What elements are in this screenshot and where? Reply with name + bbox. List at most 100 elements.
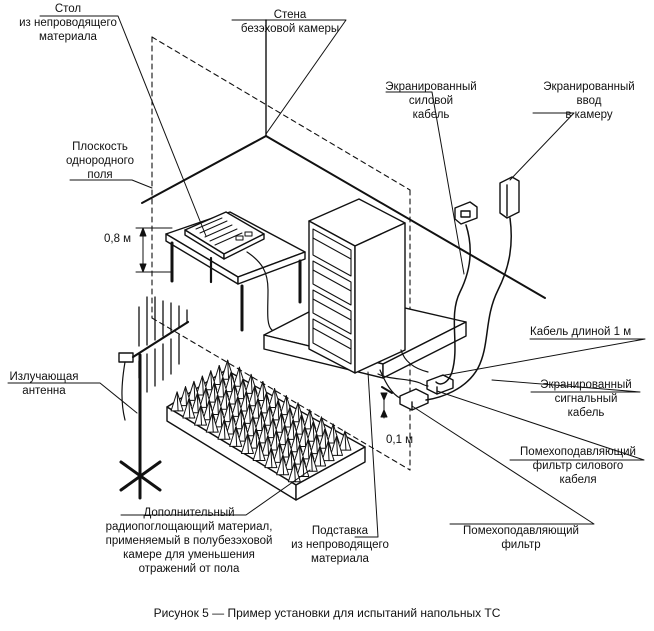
absorber-pyramid-edge [238, 366, 241, 387]
absorber-pyramid-edge [262, 380, 265, 401]
label-stand-line2: из непроводящего [291, 539, 389, 551]
figure-caption: Рисунок 5 — Пример установки для испытан… [153, 606, 501, 620]
label-filter-line2: фильтр [501, 539, 541, 551]
absorber-pyramid-edge [298, 444, 301, 465]
label-table-line1: Стол [54, 3, 82, 15]
absorber-pyramid-edge [242, 379, 245, 400]
table-cable [246, 251, 273, 331]
absorber-pyramid-edge [218, 364, 221, 385]
absorber-pyramid-edge [205, 387, 208, 408]
absorber-pyramid-edge [310, 451, 313, 472]
absorber-pyramid-edge [304, 426, 307, 447]
label-absorber-line2: радиопоглощающий материал, [105, 521, 273, 533]
absorber-pyramid-edge [193, 380, 196, 401]
leader-lines [7, 15, 646, 538]
absorber-pyramid-edge [222, 377, 225, 398]
absorber-pyramid-edge [307, 439, 310, 460]
absorber-pyramid-edge [235, 426, 238, 447]
absorber-pyramid-edge [228, 402, 231, 423]
label-height-0-1m: 0,1 м [386, 434, 414, 446]
label-shielded-input: Экранированный ввод в камеру [530, 80, 648, 122]
dimension-0-1m [380, 392, 388, 419]
label-shielded-signal-line1: Экранированный [540, 379, 632, 391]
absorber-pyramid-edge [297, 402, 300, 423]
label-stand: Подставка из непроводящего материала [284, 524, 396, 566]
absorber-pyramid-edge [280, 412, 283, 433]
absorber-pyramid-edge [319, 446, 322, 467]
signal-filter-box [399, 388, 429, 411]
absorber-pyramid-edge [295, 432, 298, 453]
label-cable-1m: Кабель длиной 1 м [530, 326, 632, 338]
absorber-pyramid-edge [210, 370, 213, 391]
label-field-plane: Плоскость однородного поля [58, 140, 142, 182]
label-filter-line1: Помехоподавляющий [463, 525, 579, 537]
label-absorber-line3: применяемый в полубезэховой [105, 535, 273, 547]
label-antenna-line1: Излучающая [9, 371, 79, 383]
absorber-pyramid-edge [289, 407, 292, 428]
wall-outlet [454, 176, 520, 225]
absorber-pyramid-edge [188, 398, 191, 419]
label-absorber-line5: отражений от пола [138, 563, 240, 575]
absorber-pyramid-edge [248, 403, 251, 424]
label-shielded-power-line3: кабель [412, 109, 450, 121]
absorber-pyramid-edge [327, 441, 330, 462]
absorber-pyramid-edge [267, 435, 270, 456]
absorber-pyramid-edge [200, 405, 203, 426]
absorber-pyramid-edge [216, 395, 219, 416]
absorber-pyramid-edge [312, 421, 315, 442]
label-height-0-8m: 0,8 м [104, 233, 132, 245]
label-wall: Стена безэховой камеры [232, 8, 348, 36]
label-shielded-input-line3: в камеру [565, 109, 613, 121]
cables [377, 217, 513, 401]
absorber-pyramid-edge [275, 430, 278, 451]
absorber-pyramid-edge [292, 419, 295, 440]
absorber-pyramid-edge [185, 386, 188, 407]
label-shielded-power-line2: силовой [408, 95, 454, 107]
absorber-pyramid-edge [250, 373, 253, 394]
absorber-pyramid-edge [213, 382, 216, 403]
absorber-pyramid-edge [231, 414, 234, 435]
absorber-pyramid-edge [252, 416, 255, 437]
dimension-0-8m [135, 227, 173, 273]
absorber-pyramid-edge [246, 433, 249, 454]
label-table-line3: материала [39, 31, 97, 43]
absorber-pyramid-edge [257, 398, 260, 419]
absorber-pyramid-edge [268, 405, 271, 426]
label-shielded-signal-line2: сигнальный [554, 393, 618, 405]
absorber-pyramid-edge [324, 428, 327, 449]
label-field-plane-line2: однородного [66, 155, 134, 167]
cabinet [308, 198, 406, 374]
absorber-pyramid-edge [240, 409, 243, 430]
absorber-pyramid-edge [230, 372, 233, 393]
absorber-pyramid-edge [263, 423, 266, 444]
absorber-pyramid-edge [253, 386, 256, 407]
label-wall-line2: безэховой камеры [240, 23, 340, 35]
absorber-pyramid-edge [220, 407, 223, 428]
absorber-pyramid-edge [278, 442, 281, 463]
label-shielded-power-line1: Экранированный [385, 81, 477, 93]
absorber-pyramid-edge [243, 421, 246, 442]
label-table-line2: из непроводящего [19, 17, 117, 29]
absorber-pyramid-edge [208, 400, 211, 421]
absorber-pyramid-edge [287, 437, 290, 458]
absorber-pyramid-edge [293, 462, 296, 483]
absorber-pyramid-edge [344, 430, 347, 451]
absorber-pyramid-edge [255, 428, 258, 449]
label-absorber-line4: камере для уменьшения [123, 549, 255, 561]
absorber-pyramid-edge [211, 412, 214, 433]
label-shielded-input-line2: ввод [576, 95, 602, 107]
absorber-pyramid-edge [270, 448, 273, 469]
chamber-wall [141, 19, 546, 299]
label-field-plane-line3: поля [87, 169, 113, 181]
absorber-pyramid-edge [282, 455, 285, 476]
label-shielded-signal-line3: кабель [567, 407, 605, 419]
absorber-pyramid-edge [225, 389, 228, 410]
absorber-pyramid-edge [274, 388, 277, 409]
absorber-pyramid-edge [227, 359, 230, 380]
label-table: Стол из непроводящего материала [8, 2, 128, 44]
absorber-pyramid-edge [265, 393, 268, 414]
label-field-plane-line1: Плоскость [72, 141, 128, 153]
absorber-pyramid-edge [302, 457, 305, 478]
absorber-pyramids [170, 359, 352, 483]
